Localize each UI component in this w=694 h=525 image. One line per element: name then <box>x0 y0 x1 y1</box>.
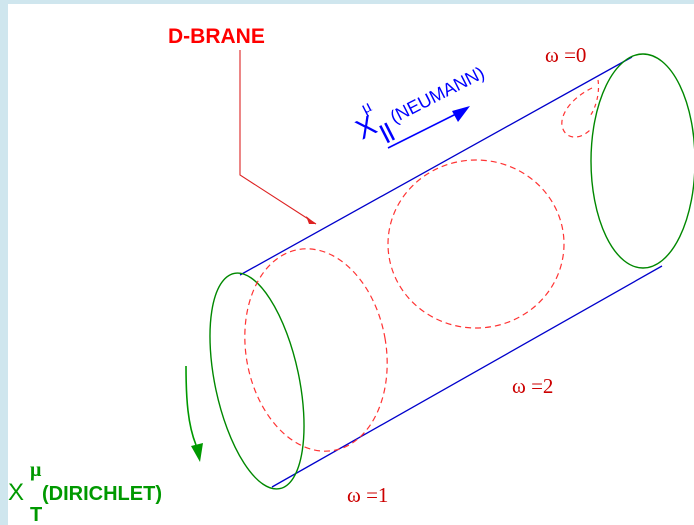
loop-omega-2 <box>387 159 565 329</box>
cylinder-bottom-edge <box>271 265 663 488</box>
neumann-text: (NEUMANN) <box>387 63 488 128</box>
cylinder-top-edge <box>239 56 633 276</box>
arrow-down-icon <box>191 443 203 462</box>
arrow-right-icon <box>452 106 470 122</box>
dbrane-pointer-arrowhead <box>306 216 316 224</box>
neumann-label-group: X μ || (NEUMANN) <box>351 63 488 146</box>
omega-0-label: ω =0 <box>545 43 586 67</box>
dirichlet-text: (DIRICHLET) <box>42 483 162 505</box>
loop-omega-1 <box>244 248 388 452</box>
dirichlet-arrow-shaft <box>185 365 197 446</box>
omega-1-label: ω =1 <box>347 483 388 507</box>
dirichlet-mu: μ <box>30 459 42 481</box>
dbrane-pointer-line <box>239 50 317 225</box>
neumann-arrow-shaft <box>387 109 465 149</box>
dirichlet-x: X <box>8 479 24 506</box>
dbrane-label: D-BRANE <box>168 25 265 48</box>
diagram-panel <box>8 4 694 525</box>
omega-2-label: ω =2 <box>512 374 553 398</box>
dirichlet-sub: T <box>30 504 42 525</box>
loop-small <box>561 87 593 138</box>
left-end-ellipse <box>209 272 305 490</box>
right-end-ellipse <box>590 53 694 269</box>
loop-tiny <box>589 79 600 117</box>
